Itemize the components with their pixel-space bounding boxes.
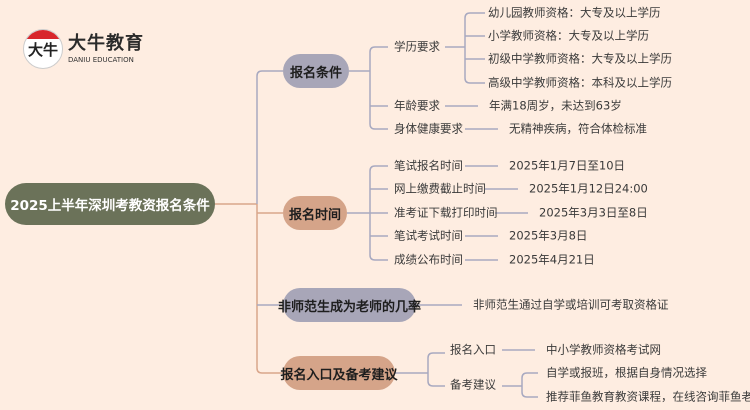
advice-item: 推荐菲鱼教育教资课程，在线咨询菲鱼老师: [546, 389, 750, 404]
education-item: 小学教师资格：大专及以上学历: [488, 28, 649, 43]
logo-name: 大牛教育: [68, 32, 144, 54]
logo: 大牛 大牛教育 DANIU EDUCATION: [23, 29, 144, 69]
root-node[interactable]: 2025上半年深圳考教资报名条件: [5, 183, 215, 225]
advice-item: 自学或报班，根据自身情况选择: [546, 365, 707, 380]
education-item: 高级中学教师资格：本科及以上学历: [488, 75, 672, 90]
education-label: 学历要求: [394, 39, 440, 54]
nonnormal-value: 非师范生通过自学或培训可考取资格证: [473, 297, 669, 312]
portal-value: 中小学教师资格考试网: [546, 342, 661, 357]
node-entry[interactable]: 报名入口及备考建议: [281, 356, 398, 390]
node-nonnormal[interactable]: 非师范生成为老师的几率: [278, 288, 421, 322]
time-value: 2025年3月8日: [509, 228, 588, 243]
health-label: 身体健康要求: [394, 121, 463, 136]
time-label: 网上缴费截止时间: [394, 181, 486, 196]
time-value: 2025年4月21日: [509, 252, 595, 267]
time-label: 笔试考试时间: [394, 228, 463, 243]
education-item: 幼儿园教师资格：大专及以上学历: [488, 5, 661, 20]
age-label: 年龄要求: [394, 98, 440, 113]
node-conditions[interactable]: 报名条件: [283, 54, 349, 88]
time-value: 2025年1月7日至10日: [509, 158, 626, 173]
time-label: 成绩公布时间: [394, 252, 463, 267]
logo-name-en: DANIU EDUCATION: [68, 55, 134, 64]
time-label: 准考证下载打印时间: [394, 205, 498, 220]
logo-mark-icon: 大牛: [23, 29, 63, 69]
time-label: 笔试报名时间: [394, 158, 463, 173]
health-value: 无精神疾病，符合体检标准: [509, 121, 647, 136]
node-time[interactable]: 报名时间: [283, 196, 347, 230]
age-value: 年满18周岁，未达到63岁: [489, 98, 622, 113]
education-item: 初级中学教师资格：大专及以上学历: [488, 51, 672, 66]
time-value: 2025年1月12日24:00: [529, 181, 648, 196]
time-value: 2025年3月3日至8日: [539, 205, 648, 220]
portal-label: 报名入口: [450, 342, 496, 357]
advice-label: 备考建议: [450, 377, 496, 392]
